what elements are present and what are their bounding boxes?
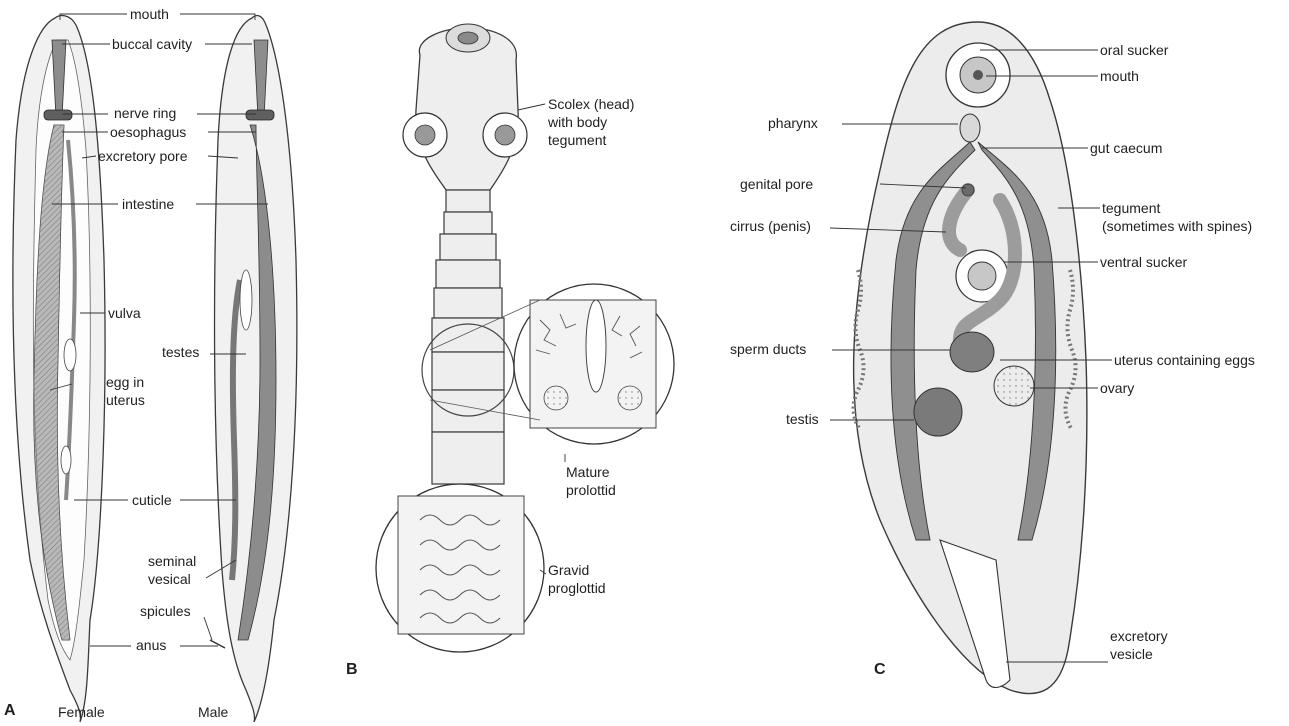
label-vulva: vulva: [108, 305, 141, 321]
label-uterus-a: uterus: [106, 392, 145, 408]
label-scolex-3: tegument: [548, 132, 606, 148]
label-female: Female: [58, 704, 105, 720]
panel-a-letter: A: [4, 703, 16, 719]
label-sperm-ducts: sperm ducts: [730, 341, 806, 357]
panel-c-fluke: [830, 22, 1112, 694]
label-tegument-2: (sometimes with spines): [1102, 218, 1252, 234]
label-gravid-2: proglottid: [548, 580, 606, 596]
label-spicules: spicules: [140, 603, 191, 619]
label-buccal-cavity: buccal cavity: [112, 36, 192, 52]
label-mature-1: Mature: [566, 464, 610, 480]
label-testes: testes: [162, 344, 199, 360]
label-anus: anus: [136, 637, 166, 653]
label-oesophagus: oesophagus: [110, 124, 186, 140]
label-pharynx: pharynx: [768, 115, 818, 131]
label-seminal: seminal: [148, 553, 196, 569]
label-vesical: vesical: [148, 571, 191, 587]
label-mouth-c: mouth: [1100, 68, 1139, 84]
label-excretory-2: vesicle: [1110, 646, 1153, 662]
label-excretory-1: excretory: [1110, 628, 1168, 644]
label-excretory-pore: excretory pore: [98, 148, 187, 164]
label-nerve-ring: nerve ring: [114, 105, 176, 121]
panel-b-letter: B: [346, 662, 358, 678]
label-cuticle: cuticle: [132, 492, 172, 508]
label-testis: testis: [786, 411, 819, 427]
label-mouth-a: mouth: [130, 6, 169, 22]
label-scolex-2: with body: [548, 114, 607, 130]
female-nematode: [13, 16, 105, 722]
label-gut-caecum: gut caecum: [1090, 140, 1162, 156]
label-scolex-1: Scolex (head): [548, 96, 634, 112]
label-intestine: intestine: [122, 196, 174, 212]
label-mature-2: prolottid: [566, 482, 616, 498]
label-gravid-1: Gravid: [548, 562, 589, 578]
panel-c-letter: C: [874, 662, 886, 678]
label-cirrus: cirrus (penis): [730, 218, 811, 234]
label-uterus-eggs: uterus containing eggs: [1114, 352, 1255, 368]
male-nematode: [210, 16, 297, 722]
label-tegument-1: tegument: [1102, 200, 1160, 216]
label-male: Male: [198, 704, 228, 720]
label-egg-in: egg in: [106, 374, 144, 390]
label-ovary: ovary: [1100, 380, 1134, 396]
label-oral-sucker: oral sucker: [1100, 42, 1168, 58]
panel-b-tapeworm: [376, 24, 674, 652]
label-genital-pore: genital pore: [740, 176, 813, 192]
label-ventral-sucker: ventral sucker: [1100, 254, 1187, 270]
